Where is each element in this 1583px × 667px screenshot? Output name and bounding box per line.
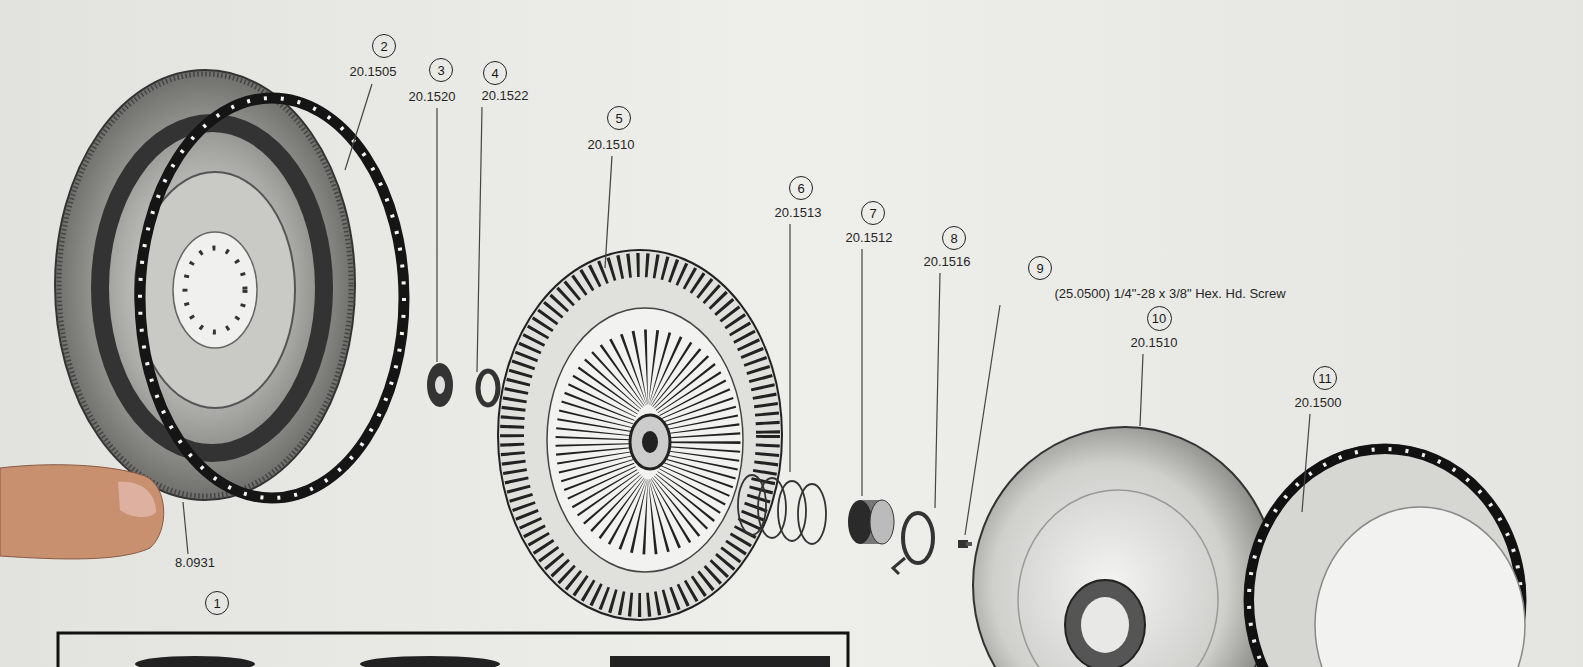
callout-circle: 9	[1028, 256, 1052, 280]
callout-number: 6	[797, 182, 804, 195]
finger	[0, 465, 164, 559]
part-number: 20.1520	[409, 90, 456, 104]
part-number: 20.1500	[1295, 396, 1342, 410]
callout-circle: 3	[429, 58, 453, 82]
springs	[738, 475, 826, 544]
retainer	[893, 513, 933, 574]
part-number: 20.1505	[350, 65, 397, 79]
callout-number: 5	[615, 112, 622, 125]
callout-circle: 6	[789, 176, 813, 200]
callout-number: 10	[1152, 312, 1166, 325]
part-number: 8.0931	[175, 556, 215, 570]
part-number: (25.0500) 1/4"-28 x 3/8" Hex. Hd. Screw	[1054, 287, 1285, 301]
flywheel	[55, 70, 355, 500]
callout-number: 1	[213, 597, 220, 610]
part-number: 20.1510	[588, 138, 635, 152]
part-number: 20.1516	[924, 255, 971, 269]
callout-circle: 4	[483, 61, 507, 85]
bottom-table	[58, 633, 848, 667]
part-number: 20.1510	[1131, 336, 1178, 350]
collar	[848, 500, 894, 544]
leader-lines	[183, 84, 1310, 554]
part-number: 20.1513	[775, 206, 822, 220]
callout-circle: 10	[1147, 306, 1172, 331]
callout-number: 3	[437, 64, 444, 77]
callout-number: 8	[950, 232, 957, 245]
turbine	[498, 250, 782, 620]
callout-circle: 8	[942, 226, 966, 250]
callout-circle: 2	[372, 34, 396, 58]
callout-circle: 7	[861, 201, 885, 225]
converter-cover	[973, 427, 1277, 667]
callout-circle: 5	[607, 106, 631, 130]
callout-number: 11	[1318, 372, 1332, 385]
callout-number: 7	[869, 207, 876, 220]
converter-housing	[1245, 445, 1525, 667]
gasket-ring	[140, 98, 404, 498]
screw	[958, 540, 972, 548]
callout-number: 2	[380, 40, 387, 53]
callout-circle: 11	[1313, 366, 1337, 390]
callout-number: 9	[1036, 262, 1043, 275]
small-parts	[427, 363, 498, 407]
part-number: 20.1522	[482, 89, 529, 103]
fingernail	[118, 482, 156, 517]
part-number: 20.1512	[846, 231, 893, 245]
callout-number: 4	[491, 67, 498, 80]
callout-circle: 1	[205, 591, 229, 615]
